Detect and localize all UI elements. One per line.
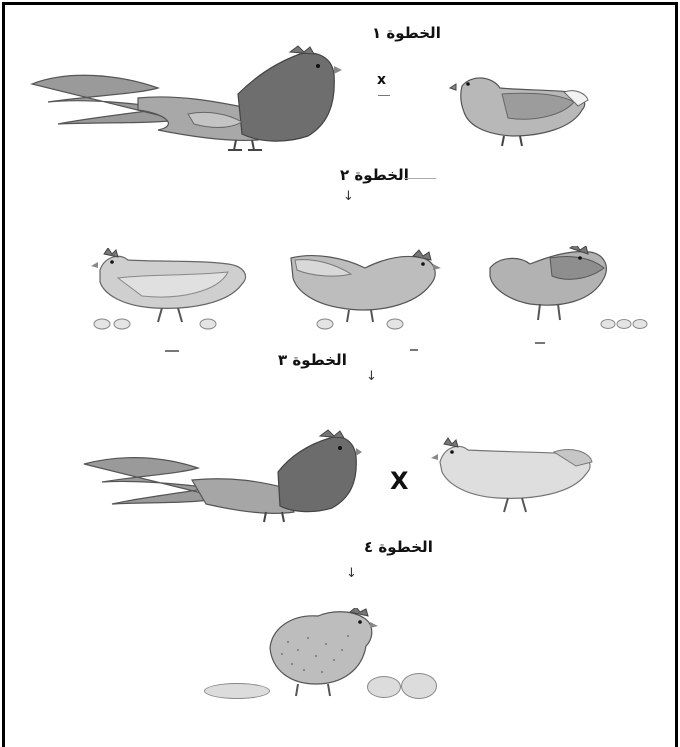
divider-mark bbox=[404, 178, 436, 179]
step-2-label: الخطوة ٢ bbox=[340, 166, 409, 184]
divider-mark bbox=[165, 350, 179, 352]
divider-mark bbox=[410, 349, 418, 351]
cross-symbol-1: x bbox=[377, 72, 386, 88]
hen-with-eggs-icon bbox=[480, 246, 650, 332]
step-4-label: الخطوة ٤ bbox=[364, 538, 433, 556]
hen-icon bbox=[424, 436, 596, 522]
divider-mark bbox=[378, 95, 390, 96]
egg-icon bbox=[401, 673, 437, 699]
egg-icon bbox=[367, 676, 401, 698]
hen-icon bbox=[442, 72, 592, 150]
chick-icon bbox=[262, 608, 382, 700]
egg-icon bbox=[204, 683, 270, 699]
rooster-icon bbox=[82, 428, 362, 524]
arrow-down-icon: ↓ bbox=[343, 189, 354, 204]
cross-symbol-2: X bbox=[390, 467, 409, 495]
arrow-down-icon: ↓ bbox=[366, 369, 377, 384]
step-1-label: الخطوة ١ bbox=[372, 24, 441, 42]
rooster-icon bbox=[28, 44, 348, 154]
hen-icon bbox=[285, 248, 445, 332]
divider-mark bbox=[535, 342, 545, 344]
hen-with-eggs-icon bbox=[78, 248, 254, 332]
arrow-down-icon: ↓ bbox=[346, 566, 357, 581]
step-3-label: الخطوة ٣ bbox=[278, 351, 347, 369]
